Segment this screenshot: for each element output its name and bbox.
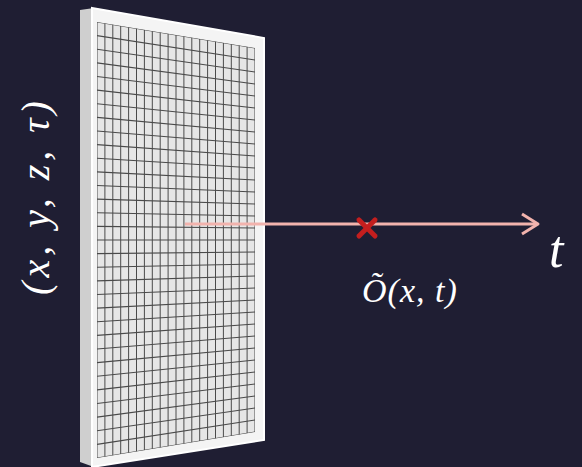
grid-line <box>97 117 255 132</box>
grid-lines <box>97 22 255 458</box>
grid-line <box>97 36 255 60</box>
grid-line <box>97 384 255 404</box>
grid-line <box>97 300 255 308</box>
grid-line <box>97 348 255 363</box>
grid-area <box>97 22 255 458</box>
grid-line <box>97 172 255 180</box>
cross-mark <box>359 220 375 236</box>
coordinate-label: (x, y, z, τ) <box>16 97 56 295</box>
grid-line <box>97 312 255 322</box>
grid-line <box>97 239 255 240</box>
detector-plate <box>92 8 264 467</box>
grid-line <box>97 145 255 156</box>
grid-line <box>97 104 255 120</box>
grid-line <box>97 264 255 267</box>
grid-line <box>97 186 255 193</box>
grid-line <box>97 49 255 72</box>
axis-label: t <box>549 224 563 276</box>
grid-line <box>97 63 255 84</box>
grid-line <box>97 288 255 295</box>
grid-line <box>97 158 255 168</box>
grid-line <box>97 420 255 444</box>
grid-line <box>97 324 255 335</box>
grid-line <box>97 408 255 431</box>
operator-label: Õ(x, t) <box>362 274 458 308</box>
grid-line <box>97 90 255 108</box>
grid-line <box>97 432 255 458</box>
arrow-head <box>522 214 538 234</box>
grid-line <box>97 199 255 204</box>
grid-line <box>97 396 255 417</box>
grid-line <box>97 336 255 349</box>
grid-line <box>97 213 255 216</box>
grid-line <box>97 252 255 254</box>
grid-line <box>97 131 255 144</box>
grid-line <box>97 226 255 228</box>
grid-line <box>97 360 255 376</box>
grid-line <box>97 276 255 281</box>
grid-line <box>97 22 255 48</box>
